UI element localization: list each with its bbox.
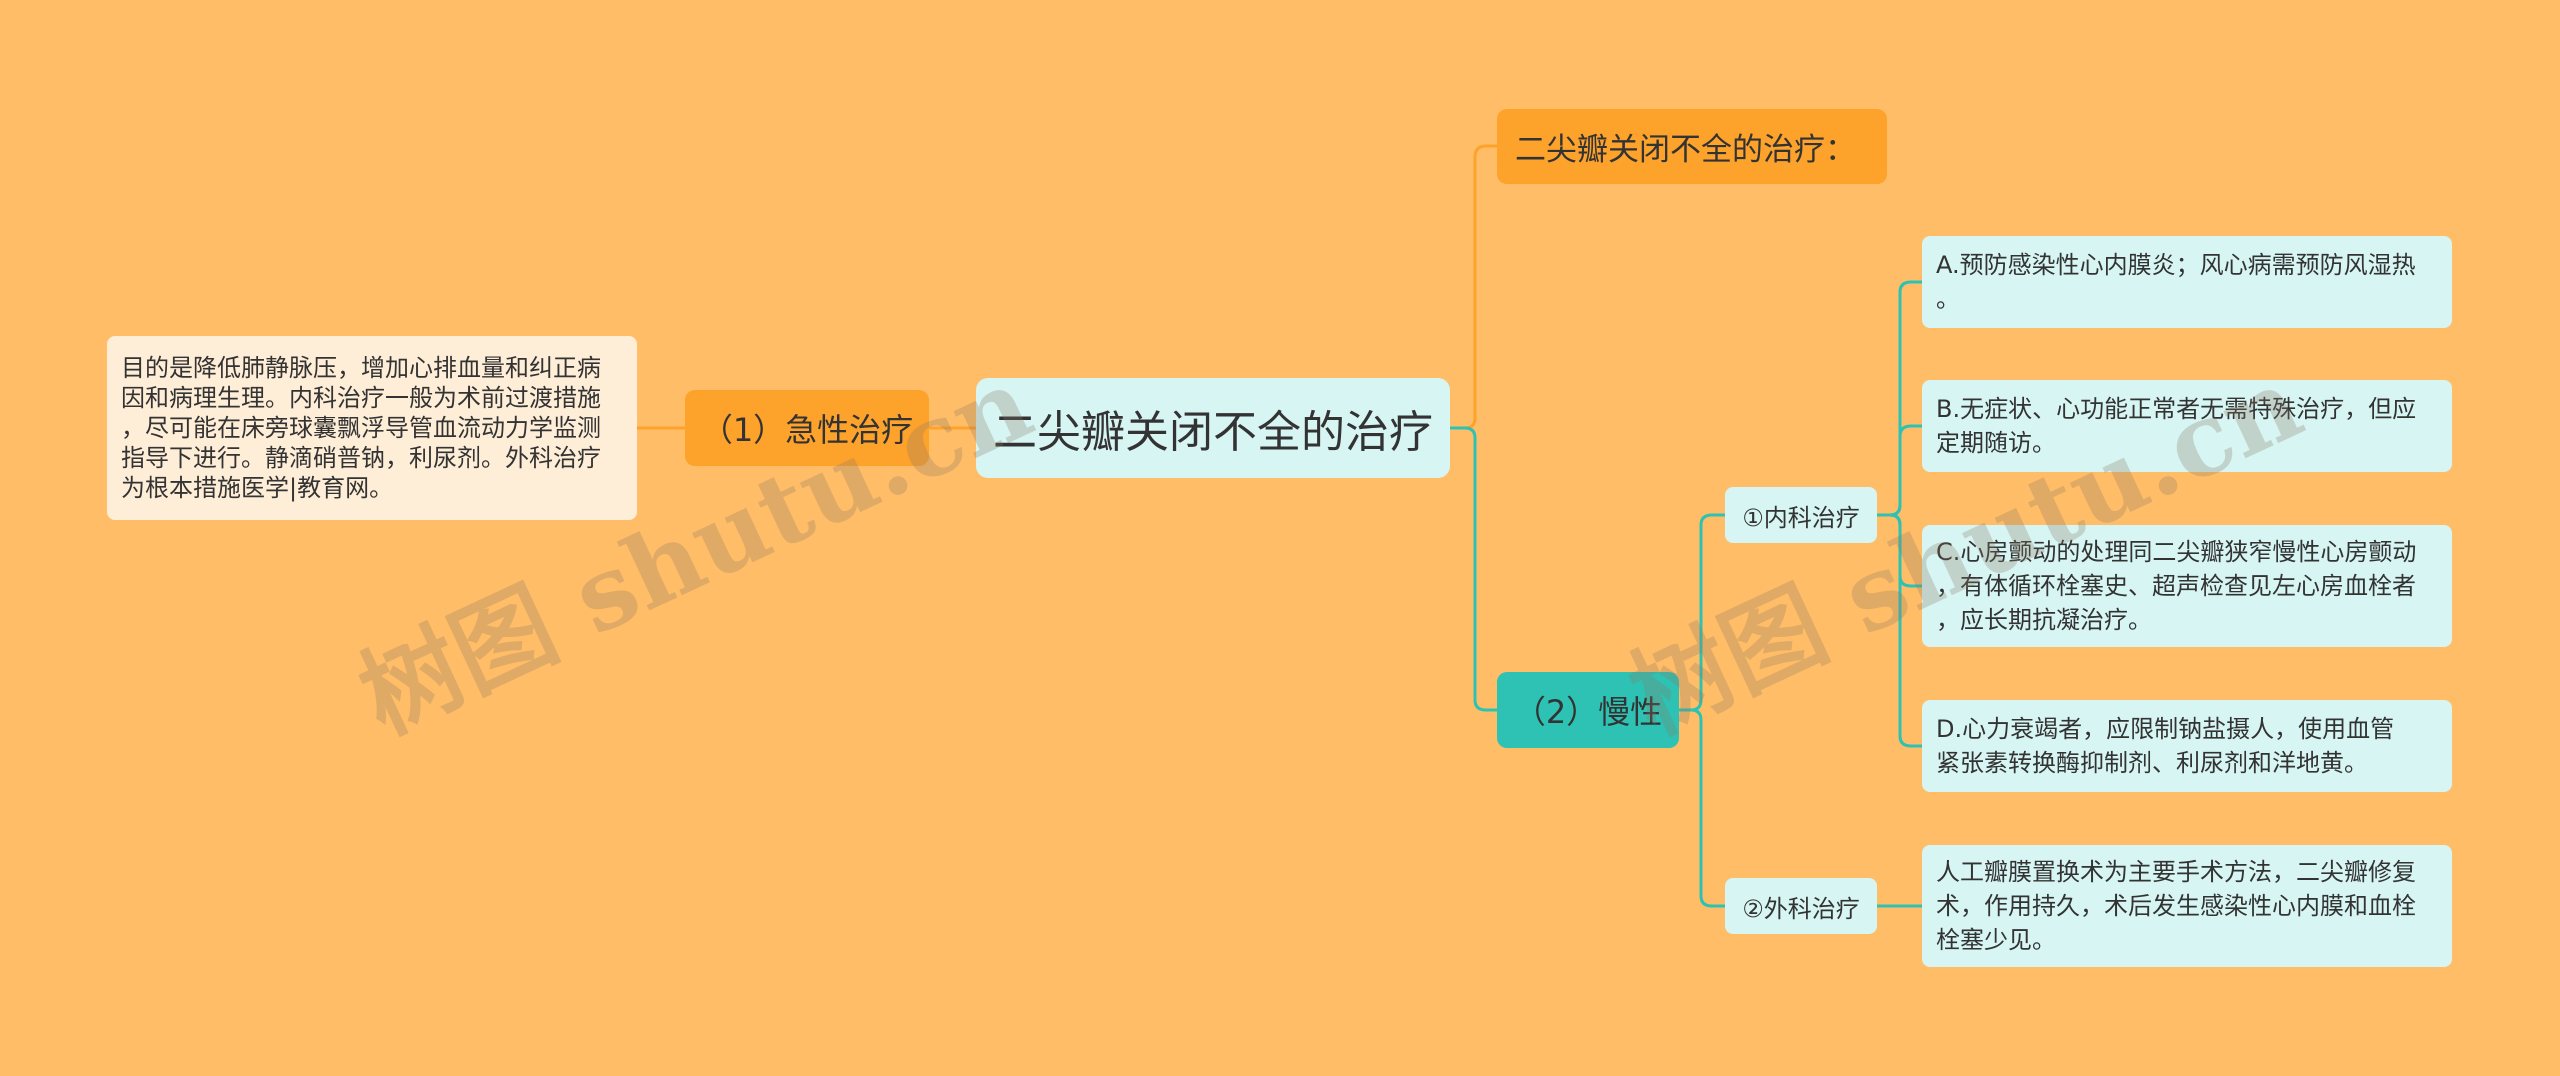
internal-item-c-text: C.心房颤动的处理同二尖瓣狭窄慢性心房颤动 ，有体循环栓塞史、超声检查见左心房血…: [1936, 538, 2417, 634]
connector-center-header: [1450, 144, 1497, 430]
internal-item-b-text: B.无症状、心功能正常者无需特殊治疗，但应 定期随访。: [1936, 395, 2417, 457]
internal-item-d-text: D.心力衰竭者，应限制钠盐摄人，使用血管 紧张素转换酶抑制剂、利尿剂和洋地黄。: [1936, 715, 2395, 777]
chronic-treatment-label: （2）慢性: [1513, 693, 1663, 731]
connector-chronic-surgical: [1679, 708, 1725, 908]
internal-treatment-label: ①内科治疗: [1742, 503, 1860, 532]
internal-item-b[interactable]: B.无症状、心功能正常者无需特殊治疗，但应 定期随访。: [1922, 380, 2452, 472]
acute-treatment-node[interactable]: （1）急性治疗: [685, 390, 929, 466]
chronic-treatment-node[interactable]: （2）慢性: [1497, 672, 1679, 748]
connector-chronic-internal: [1679, 513, 1725, 712]
internal-item-a-text: A.预防感染性心内膜炎；风心病需预防风湿热 。: [1936, 251, 2416, 313]
central-topic-node[interactable]: 二尖瓣关闭不全的治疗: [976, 378, 1450, 478]
connector-center-chronic: [1450, 426, 1497, 712]
internal-treatment-node[interactable]: ①内科治疗: [1725, 487, 1877, 543]
surgical-treatment-node[interactable]: ②外科治疗: [1725, 878, 1877, 934]
internal-item-c[interactable]: C.心房颤动的处理同二尖瓣狭窄慢性心房颤动 ，有体循环栓塞史、超声检查见左心房血…: [1922, 525, 2452, 647]
acute-treatment-label: （1）急性治疗: [700, 411, 914, 449]
surgical-item[interactable]: 人工瓣膜置换术为主要手术方法，二尖瓣修复 术，作用持久，术后发生感染性心内膜和血…: [1922, 845, 2452, 967]
treatment-header-node[interactable]: 二尖瓣关闭不全的治疗：: [1497, 109, 1887, 184]
connector-internal-b: [1877, 424, 1922, 517]
internal-item-a[interactable]: A.预防感染性心内膜炎；风心病需预防风湿热 。: [1922, 236, 2452, 328]
treatment-header-label: 二尖瓣关闭不全的治疗：: [1515, 132, 1856, 168]
surgical-item-text: 人工瓣膜置换术为主要手术方法，二尖瓣修复 术，作用持久，术后发生感染性心内膜和血…: [1936, 858, 2416, 954]
surgical-treatment-label: ②外科治疗: [1742, 894, 1860, 923]
internal-item-d[interactable]: D.心力衰竭者，应限制钠盐摄人，使用血管 紧张素转换酶抑制剂、利尿剂和洋地黄。: [1922, 700, 2452, 792]
connector-internal-d: [1877, 513, 1922, 748]
acute-treatment-detail-text: 目的是降低肺静脉压，增加心排血量和纠正病 因和病理生理。内科治疗一般为术前过渡措…: [121, 354, 601, 502]
acute-treatment-detail: 目的是降低肺静脉压，增加心排血量和纠正病 因和病理生理。内科治疗一般为术前过渡措…: [107, 336, 637, 520]
central-topic-label: 二尖瓣关闭不全的治疗: [993, 407, 1433, 458]
